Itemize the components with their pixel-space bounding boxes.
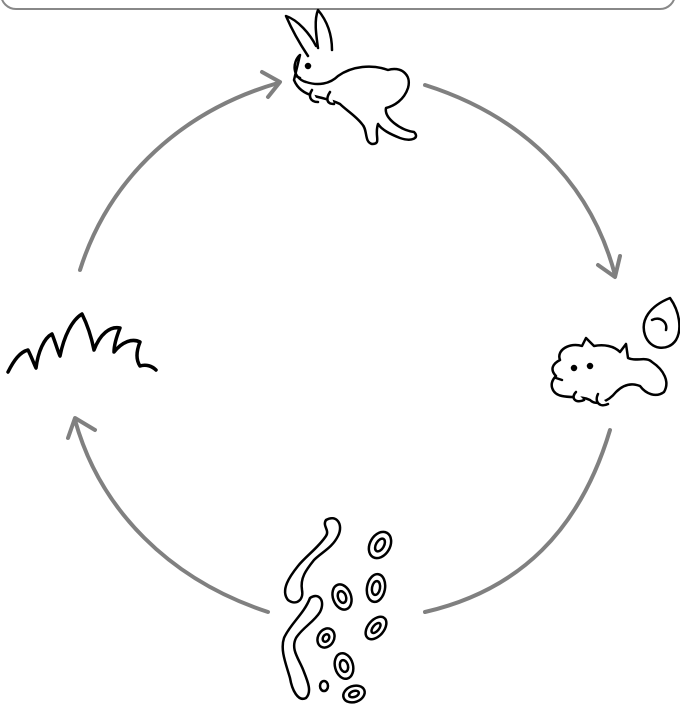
arrow-plant-to-rabbit: [80, 72, 280, 270]
worms-and-fungi-icon: [283, 518, 396, 705]
grass-plant-icon: [8, 314, 156, 372]
arrow-decomposers-to-plant: [68, 418, 268, 612]
rabbit-icon: [286, 10, 416, 144]
arrow-rabbit-to-fox: [425, 85, 620, 277]
fox-icon: [552, 298, 680, 405]
arrow-fox-to-decomposers: [425, 430, 610, 612]
